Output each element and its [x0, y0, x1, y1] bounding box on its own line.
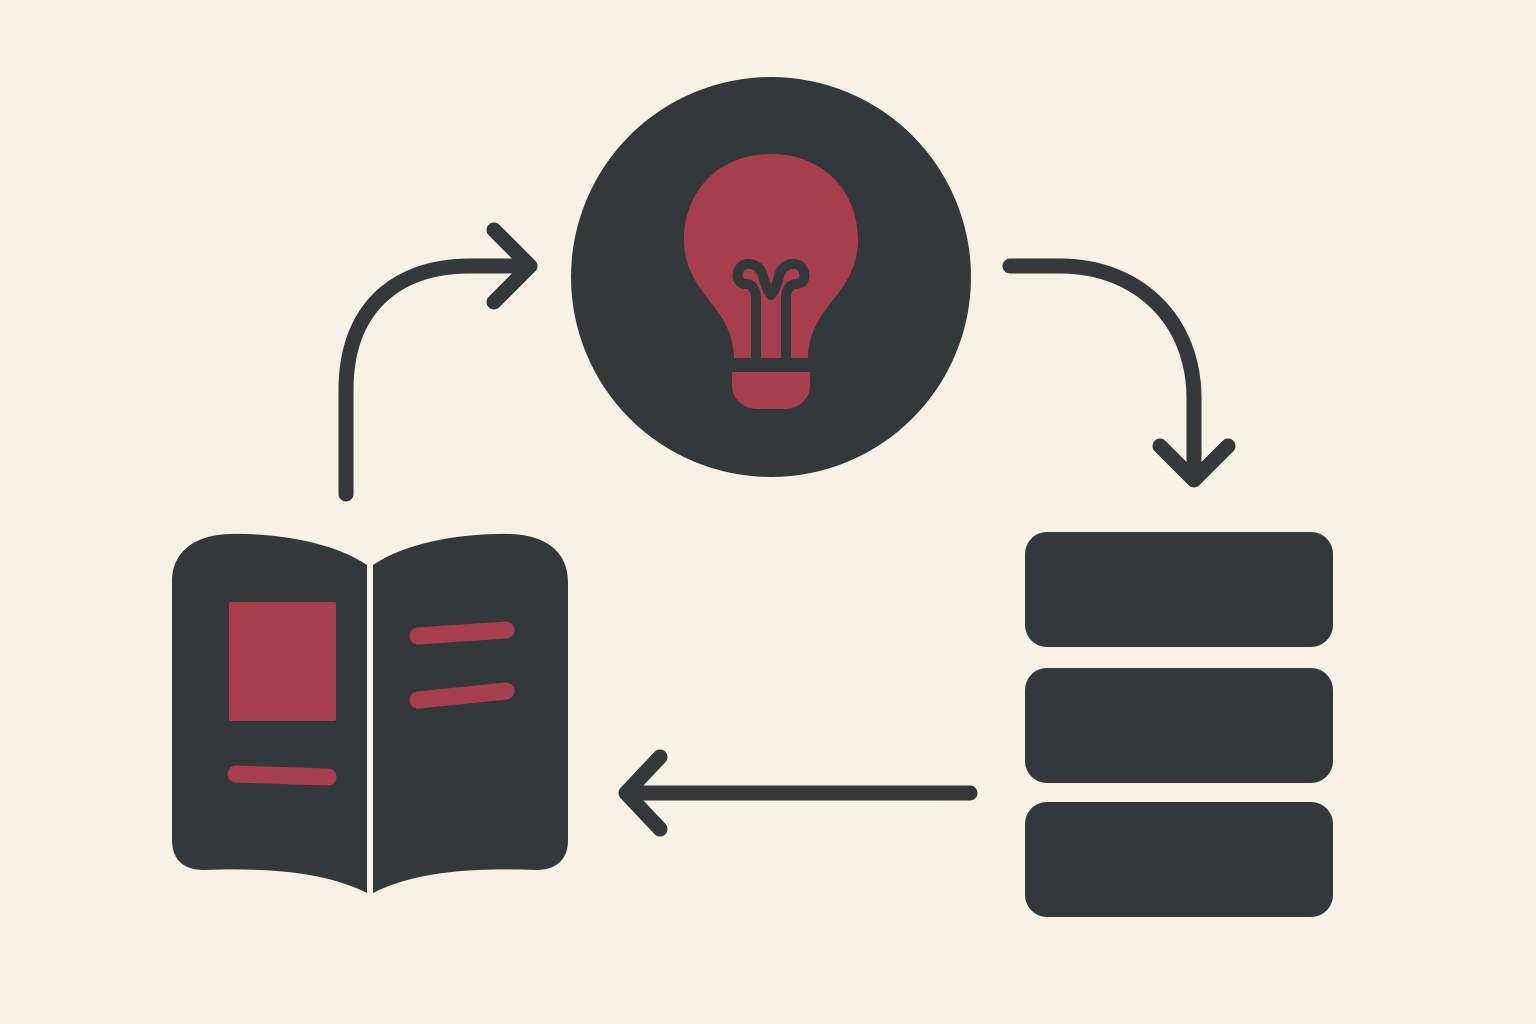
- stack-node: [1025, 532, 1333, 917]
- arrow-idea-to-stack: [1002, 258, 1236, 488]
- lightbulb-icon: [684, 154, 858, 409]
- stack-block-middle: [1025, 668, 1333, 783]
- arrow-book-to-idea: [338, 222, 538, 502]
- book-text-line-right-2: [409, 682, 515, 709]
- curved-arrow-up-right-icon: [338, 258, 538, 502]
- stack-block-top: [1025, 532, 1333, 647]
- book-text-line-left: [227, 765, 337, 786]
- bulb-filament: [732, 258, 810, 362]
- book-right-page: [373, 533, 568, 893]
- book-text-line-right-1: [409, 621, 515, 645]
- book-node: [172, 533, 568, 893]
- idea-node: [571, 77, 971, 477]
- book-illustration-block: [229, 602, 336, 721]
- arrowhead-right-icon: [486, 222, 538, 310]
- bulb-base: [732, 372, 810, 409]
- arrow-stack-to-book: [618, 749, 978, 837]
- arrowhead-down-icon: [1152, 438, 1236, 488]
- bulb-glass: [684, 154, 858, 358]
- arrowhead-left-icon: [618, 749, 668, 837]
- curved-arrow-down-icon: [1002, 258, 1202, 486]
- stack-block-bottom: [1025, 802, 1333, 917]
